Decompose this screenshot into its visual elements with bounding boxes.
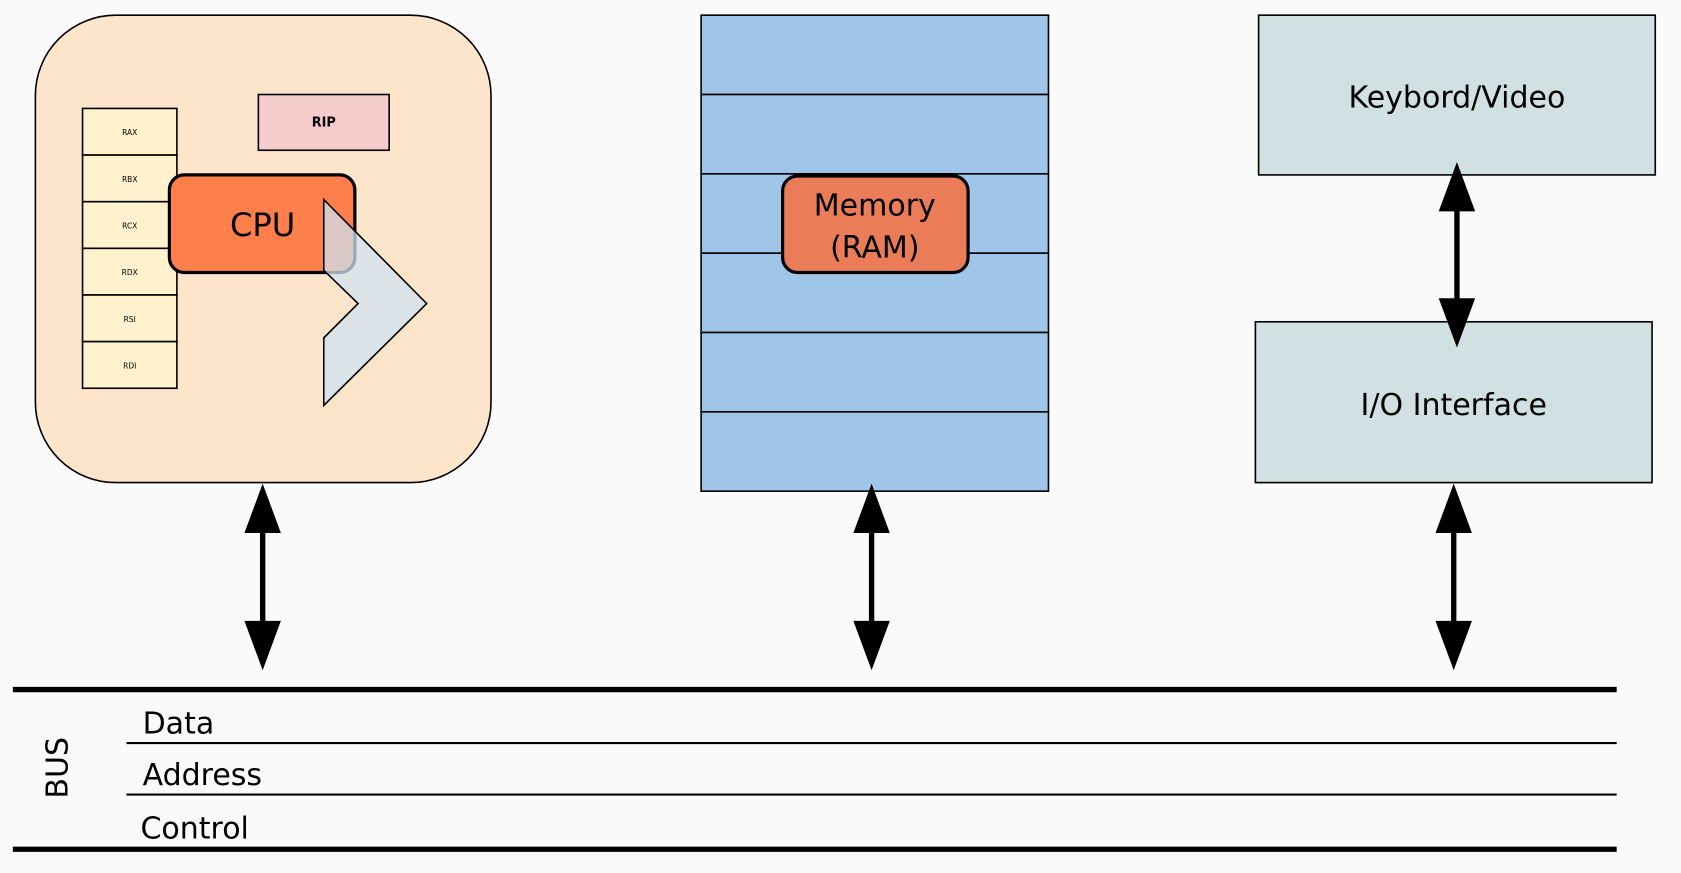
arrow-head-down bbox=[1435, 620, 1472, 671]
register-cell bbox=[81, 200, 178, 250]
bus-line-control: Control bbox=[140, 812, 248, 847]
register-file: RAX RBX RCX RDX RSI RDI bbox=[81, 107, 178, 390]
arrow-head-down bbox=[1438, 298, 1476, 348]
register-label: RDX bbox=[122, 268, 138, 277]
register-cell bbox=[81, 107, 178, 156]
register-label: RCX bbox=[122, 222, 137, 231]
bus-title: BUS bbox=[41, 737, 76, 799]
memory-label-line1: Memory bbox=[814, 189, 936, 224]
connection-arrows bbox=[244, 162, 1476, 671]
register-label: RDI bbox=[123, 361, 136, 370]
memory-label-line2: (RAM) bbox=[830, 230, 919, 265]
register-label: RBX bbox=[122, 175, 138, 184]
memory-block bbox=[700, 14, 1050, 492]
register-label: RSI bbox=[124, 315, 136, 324]
chevron-arrow-shape bbox=[322, 197, 428, 408]
register-label: RAX bbox=[122, 128, 137, 137]
register-cell bbox=[81, 340, 178, 390]
arrow-head-up bbox=[1435, 483, 1472, 533]
rip-register bbox=[257, 93, 390, 152]
bus-line-data: Data bbox=[143, 706, 215, 741]
register-cell bbox=[81, 154, 178, 203]
keyboard-video-box bbox=[1257, 14, 1657, 176]
rip-label: RIP bbox=[312, 116, 336, 131]
memory-cell bbox=[700, 331, 1050, 413]
cpu-box bbox=[167, 173, 357, 275]
arrow-head-up bbox=[853, 483, 890, 533]
memory-label-box bbox=[781, 174, 970, 275]
arrow-head-up bbox=[244, 483, 281, 533]
memory-cell bbox=[700, 411, 1050, 492]
io-interface-box bbox=[1254, 320, 1653, 484]
arrow-head-down bbox=[853, 620, 890, 671]
bus-line-address: Address bbox=[143, 758, 262, 793]
cpu-label: CPU bbox=[230, 206, 295, 244]
memory-cell bbox=[700, 14, 1050, 96]
memory-cell bbox=[700, 93, 1050, 175]
arrow-head-up bbox=[1438, 162, 1476, 212]
keyboard-video-label: Keybord/Video bbox=[1349, 80, 1566, 115]
arrow-head-down bbox=[244, 620, 281, 671]
io-interface-label: I/O Interface bbox=[1361, 388, 1547, 423]
